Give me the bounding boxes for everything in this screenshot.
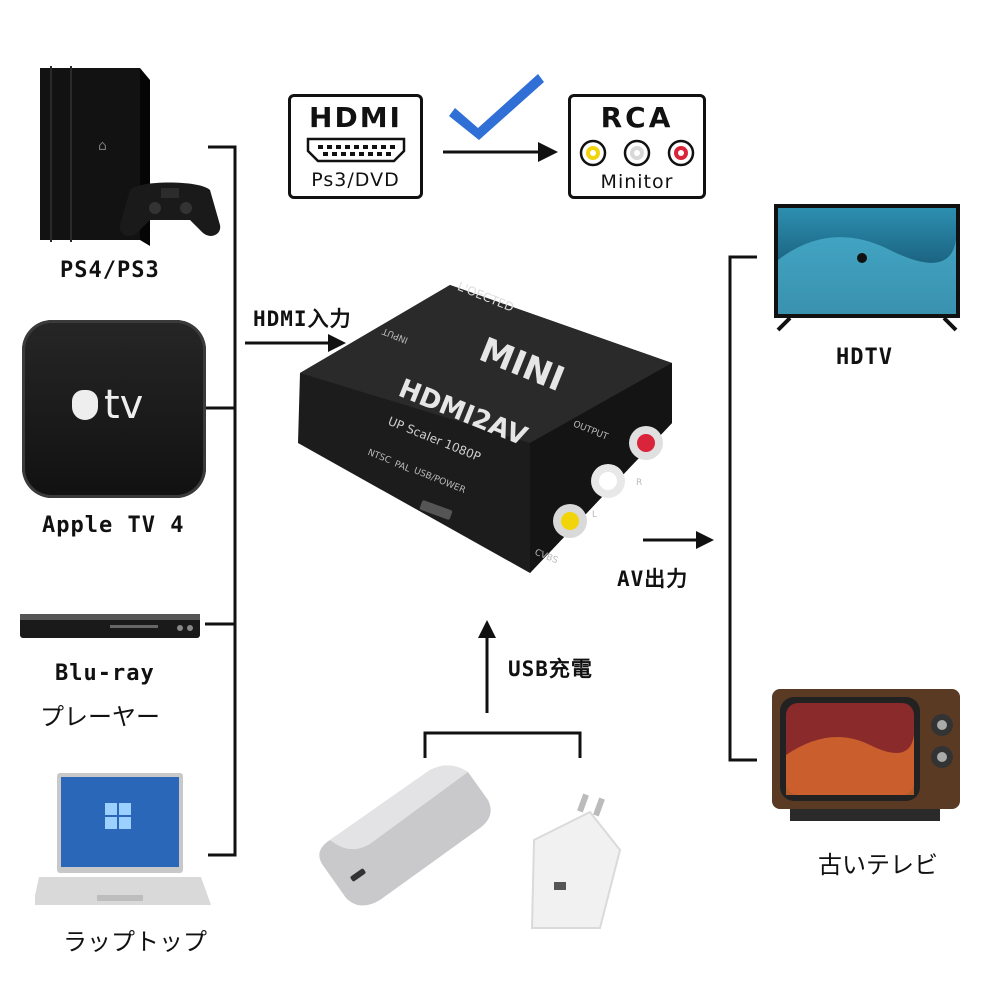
bluray-label-line1: Blu-ray (55, 661, 155, 686)
apple-tv-image: tv (22, 320, 206, 498)
av-output-label: AV出力 (617, 567, 689, 591)
rca-box-subtitle: Minitor (600, 171, 674, 193)
hdmi-box-title: HDMI (309, 101, 402, 134)
device-l-label: L (592, 510, 598, 520)
old-tv-label: 古いテレビ (818, 851, 938, 879)
hdmi-connector-icon (306, 137, 406, 163)
apple-tv-logo-text: tv (104, 382, 144, 428)
hdmi-port-box: HDMI Ps3/DVD (288, 94, 423, 199)
conversion-arrow-head (538, 142, 558, 162)
hdmi-input-arrow-head (328, 334, 346, 352)
usb-charge-label: USB充電 (508, 657, 593, 681)
playstation-logo-icon: ⌂ (98, 138, 107, 154)
gamepad-icon (119, 182, 221, 236)
checkmark-icon (449, 74, 544, 140)
laptop-image (35, 773, 211, 905)
source-bracket (208, 145, 237, 857)
bluray-label-line2: プレーヤー (40, 703, 160, 731)
rca-box-title: RCA (600, 101, 674, 134)
hdtv-label: HDTV (836, 345, 893, 370)
hdmi-input-label: HDMI入力 (253, 307, 352, 331)
laptop-label: ラップトップ (63, 928, 207, 956)
output-bracket (728, 255, 757, 762)
ps4-console-image: ⌂ (40, 66, 221, 246)
hdtv-image (774, 204, 960, 332)
usb-charger-image (530, 793, 622, 929)
power-bank-image (319, 765, 491, 906)
rca-jacks-icon (579, 139, 695, 167)
apple-logo-icon (72, 390, 98, 420)
converter-device-image (298, 285, 672, 573)
usb-arrow-head (478, 620, 496, 638)
device-r-label: R (636, 478, 643, 488)
ps4-label: PS4/PS3 (60, 258, 160, 283)
bluray-player-image (20, 614, 200, 638)
old-tv-image (772, 689, 960, 821)
usb-bracket (423, 731, 582, 758)
apple-tv-label: Apple TV 4 (42, 513, 185, 538)
rca-port-box: RCA Minitor (568, 94, 706, 199)
hdmi-box-subtitle: Ps3/DVD (311, 169, 400, 191)
av-output-arrow-head (696, 531, 714, 549)
